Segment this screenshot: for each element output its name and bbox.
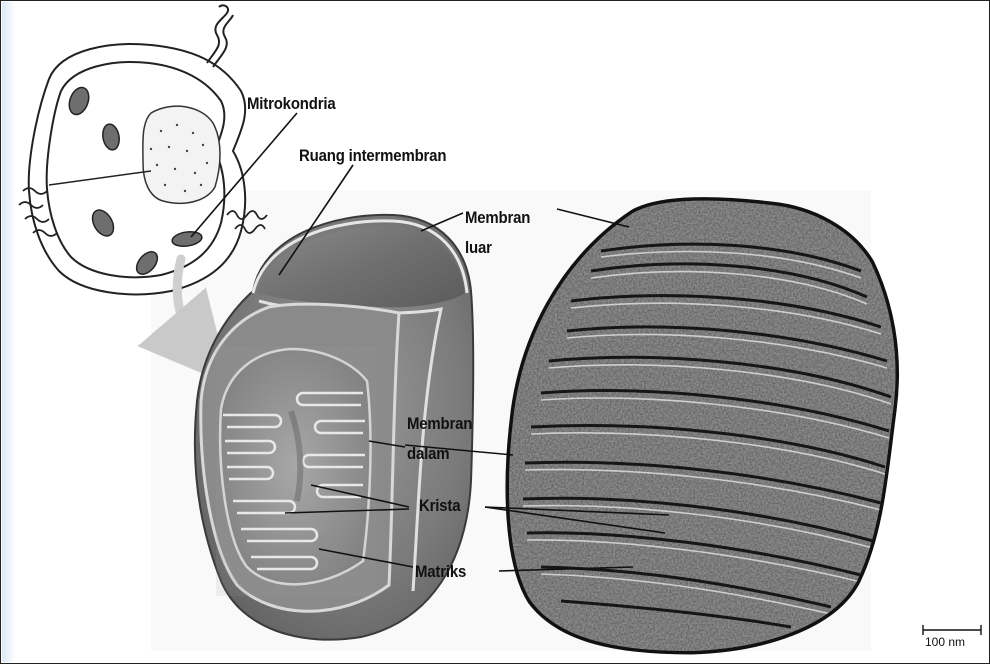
scale-bar-label: 100 nm — [925, 635, 965, 649]
label-matrix: Matriks — [415, 561, 466, 583]
label-mitochondria: Mitrokondria — [247, 93, 335, 115]
label-cristae: Krista — [419, 495, 460, 517]
label-inner-membrane-line1: Membran — [407, 413, 472, 435]
label-outer-membrane-line1: Membran — [465, 207, 530, 229]
label-outer-membrane-line2: luar — [465, 237, 492, 259]
scale-bar — [923, 625, 981, 635]
cell-sketch — [19, 5, 267, 294]
label-inner-membrane-line2: dalam — [407, 443, 449, 465]
label-intermembrane-space: Ruang intermembran — [299, 145, 446, 167]
